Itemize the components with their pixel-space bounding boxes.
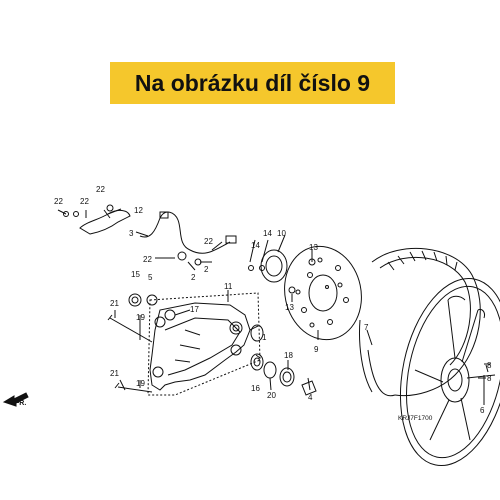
label-2-b: 2	[191, 273, 196, 282]
label-8-a: 8	[487, 361, 492, 370]
assembly-outline	[147, 292, 261, 396]
part-labels: 22 22 22 12 3 22 22 2 2 14 14 10 13 13 9…	[54, 185, 492, 415]
label-21-b: 21	[110, 369, 119, 378]
label-14-b: 14	[251, 241, 260, 250]
label-22-e: 22	[204, 237, 213, 246]
label-13-b: 13	[285, 303, 294, 312]
label-4: 4	[308, 393, 313, 402]
label-13-a: 13	[309, 243, 318, 252]
label-1: 1	[262, 333, 267, 342]
direction-label: FR.	[15, 400, 26, 407]
label-18: 18	[284, 351, 293, 360]
swing-arm-illustration	[149, 302, 251, 391]
label-8-b: 8	[487, 374, 492, 383]
pulser-ring-part-10	[260, 249, 288, 283]
label-19-a: 19	[136, 313, 145, 322]
label-21-a: 21	[110, 299, 119, 308]
label-2-a: 2	[204, 265, 209, 274]
label-22-c: 22	[96, 185, 105, 194]
label-6: 6	[480, 406, 485, 415]
label-14-a: 14	[263, 229, 272, 238]
brake-disc-part-9	[284, 245, 362, 341]
wheel-illustration	[399, 277, 500, 467]
label-15: 15	[131, 270, 140, 279]
label-20: 20	[267, 391, 276, 400]
label-3: 3	[129, 229, 134, 238]
label-12: 12	[134, 206, 143, 215]
banner-text: Na obrázku díl číslo 9	[134, 69, 371, 96]
fr-arrow-icon	[2, 392, 29, 407]
part-number-banner: Na obrázku díl číslo 9	[110, 62, 395, 104]
label-22-a: 22	[54, 197, 63, 206]
label-22-b: 22	[80, 197, 89, 206]
label-19-b: 19	[136, 379, 145, 388]
diagram-code: KRJ7F1700	[398, 415, 433, 422]
tire-illustration	[359, 247, 481, 397]
bracket-part-12	[63, 204, 131, 235]
label-22-d: 22	[143, 255, 152, 264]
label-9: 9	[314, 345, 319, 354]
label-7: 7	[364, 323, 369, 332]
label-17: 17	[190, 305, 199, 314]
label-5: 5	[148, 273, 153, 282]
label-10: 10	[277, 229, 286, 238]
label-11: 11	[224, 282, 233, 291]
sensor-cable-illustration	[139, 211, 237, 266]
label-16: 16	[251, 384, 260, 393]
